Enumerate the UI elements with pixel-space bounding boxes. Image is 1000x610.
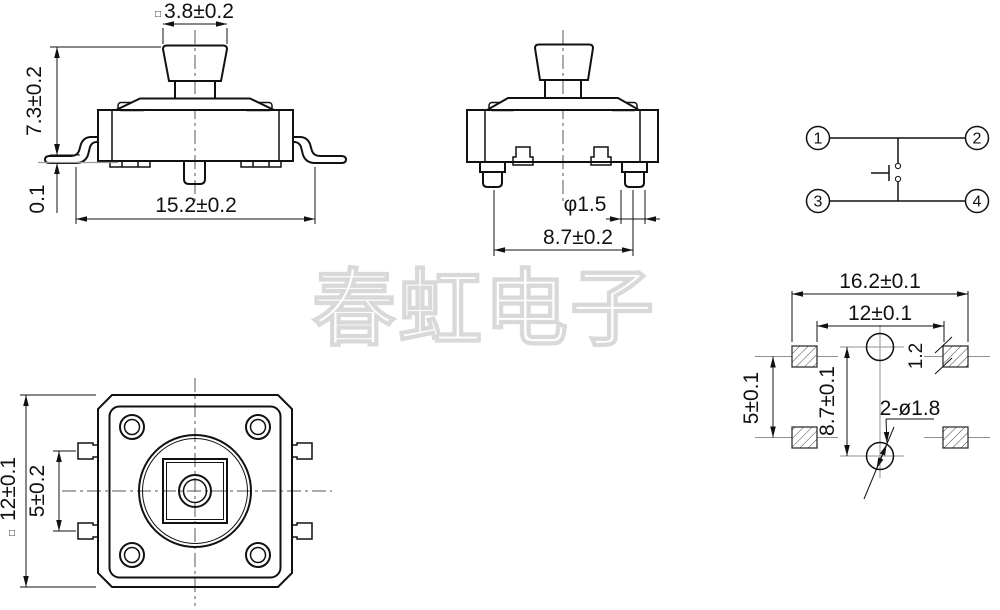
front-pin-right-shoulder bbox=[621, 161, 648, 173]
terminal-4-label: 4 bbox=[973, 194, 982, 211]
top-button-square bbox=[162, 458, 228, 524]
front-top-plate bbox=[483, 97, 643, 111]
top-body-inner bbox=[108, 405, 282, 579]
side-body bbox=[97, 109, 294, 162]
front-view: φ1.5 8.7±0.2 bbox=[466, 30, 660, 256]
top-pin-rt bbox=[291, 442, 313, 460]
dim-height-ext bbox=[50, 46, 161, 156]
dim-cap-ext bbox=[162, 28, 228, 44]
front-boss-left bbox=[512, 146, 534, 166]
terminal-2-circle bbox=[964, 125, 990, 151]
circuit-diagram: 1 2 3 4 bbox=[805, 125, 990, 214]
top-view: 12±0.1 □ 5±0.2 bbox=[0, 378, 332, 606]
front-body-walls bbox=[484, 110, 641, 162]
switch-actuator bbox=[871, 165, 890, 181]
dim-pin-dia-label: φ1.5 bbox=[564, 193, 607, 216]
top-pin-lb bbox=[77, 522, 99, 540]
pad-bottom-right bbox=[942, 426, 969, 449]
switch-contact-top bbox=[894, 162, 902, 170]
dim-span-label: 15.2±0.2 bbox=[155, 194, 237, 217]
switch-contact-bottom bbox=[894, 175, 902, 183]
side-view: □ 3.8±0.2 7.3±0.2 0.1 15.2±0.2 bbox=[23, 0, 347, 224]
top-rivet-tl-inner bbox=[123, 418, 141, 436]
front-body bbox=[466, 109, 659, 163]
terminal-2-label: 2 bbox=[973, 131, 982, 148]
hole-top bbox=[865, 332, 895, 362]
dim-height-label: 7.3±0.2 bbox=[23, 66, 46, 136]
terminal-4-circle bbox=[964, 188, 990, 214]
terminal-1-circle bbox=[805, 125, 831, 151]
side-body-walls bbox=[111, 110, 280, 161]
front-boss-right bbox=[590, 146, 612, 166]
dim-pin-pitch-label: 5±0.2 bbox=[26, 465, 49, 517]
pad-top-left bbox=[791, 345, 818, 368]
top-stem-outer bbox=[178, 474, 212, 508]
top-pin-rb bbox=[291, 522, 313, 540]
dim-inner-label: 12±0.1 bbox=[848, 302, 912, 325]
dim-pad-pitch-label: 5±0.1 bbox=[740, 372, 763, 424]
side-boss-right bbox=[240, 160, 282, 168]
dim-body-ext bbox=[20, 394, 96, 588]
side-top-plate bbox=[115, 97, 275, 111]
pad-top-right bbox=[942, 345, 969, 368]
top-rivet-bl-inner bbox=[123, 546, 141, 564]
front-pin-right bbox=[624, 171, 645, 188]
hole-callout-arrow-upper bbox=[879, 444, 888, 462]
dim-standoff-label: 0.1 bbox=[26, 184, 49, 213]
watermark-text: 春虹电子 bbox=[311, 261, 657, 357]
front-cap bbox=[533, 43, 595, 81]
hole-callout-label: 2-ø1.8 bbox=[880, 397, 941, 420]
side-lead-left bbox=[43, 136, 99, 164]
terminal-3-circle bbox=[805, 188, 831, 214]
top-button-square-inner bbox=[166, 462, 224, 520]
front-stem bbox=[544, 80, 582, 98]
top-body-octagon bbox=[97, 394, 293, 588]
dim-pad-width-label: 1.2 bbox=[906, 343, 927, 369]
front-pin-left bbox=[482, 171, 503, 188]
dim-hole-pitch-label: 8.7±0.1 bbox=[816, 366, 839, 436]
hole-callout-leader bbox=[883, 418, 890, 444]
top-rivet-br-inner bbox=[249, 546, 267, 564]
front-pin-left-shoulder bbox=[479, 161, 506, 173]
side-boss-left bbox=[109, 160, 151, 168]
terminal-1-label: 1 bbox=[814, 131, 823, 148]
dim-outer-ext bbox=[791, 291, 969, 342]
top-dome-inner bbox=[142, 438, 248, 544]
side-stem bbox=[174, 81, 216, 99]
dim-body-prefix: □ bbox=[7, 530, 18, 536]
top-rivet-tr bbox=[245, 414, 271, 440]
top-rivet-bl bbox=[119, 542, 145, 568]
side-bottom-post bbox=[183, 161, 206, 185]
pad-bottom-left bbox=[791, 426, 818, 449]
dim-body-label: 12±0.1 bbox=[0, 457, 20, 521]
dim-pitch-ext bbox=[493, 190, 634, 256]
pcb-land-pattern: 16.2±0.1 12±0.1 5±0.1 8.7±0.1 1.2 2-ø1.8 bbox=[740, 270, 990, 500]
top-rivet-tl bbox=[119, 414, 145, 440]
circuit-wires bbox=[829, 137, 966, 202]
top-pin-lt bbox=[77, 442, 99, 460]
dim-span-ext bbox=[75, 167, 316, 224]
dim-outer-label: 16.2±0.1 bbox=[839, 270, 921, 293]
top-dome-outer bbox=[138, 434, 252, 548]
top-rivet-tr-inner bbox=[249, 418, 267, 436]
terminal-3-label: 3 bbox=[814, 194, 823, 211]
pad-centerlines bbox=[755, 356, 990, 438]
dim-pitch-label: 8.7±0.2 bbox=[543, 226, 613, 249]
top-stem-inner bbox=[182, 478, 208, 504]
side-lead-right bbox=[292, 136, 347, 164]
dim-cap-label: 3.8±0.2 bbox=[164, 0, 234, 23]
dim-pad-width-ticks bbox=[934, 336, 953, 375]
dim-cap-prefix: □ bbox=[155, 9, 161, 20]
hole-bottom bbox=[865, 441, 895, 471]
side-cap bbox=[161, 44, 229, 82]
top-rivet-br bbox=[245, 542, 271, 568]
